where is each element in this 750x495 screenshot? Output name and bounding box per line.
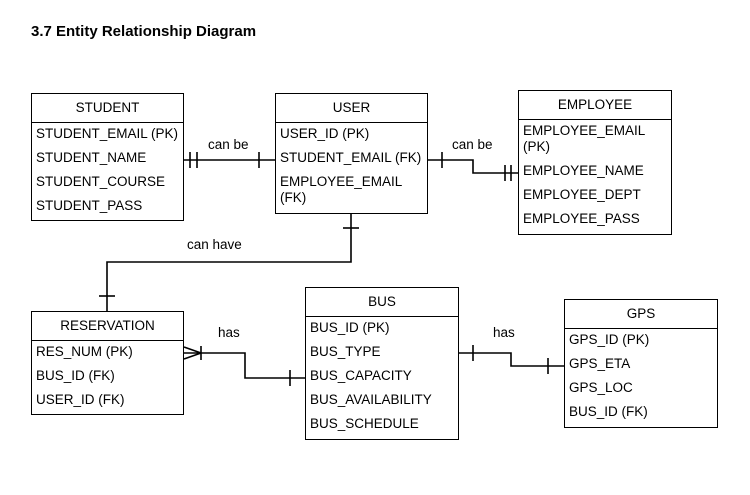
attribute: BUS_ID (PK) (310, 320, 390, 335)
attribute: RES_NUM (PK) (36, 344, 133, 359)
attribute: BUS_TYPE (310, 344, 381, 359)
label-bus-gps: has (493, 325, 515, 340)
attribute: GPS_LOC (569, 380, 633, 395)
label-user-reservation: can have (187, 237, 242, 252)
entity-title: EMPLOYEE (519, 91, 671, 120)
entity-title: RESERVATION (32, 312, 183, 341)
attribute: STUDENT_NAME (36, 150, 147, 165)
attribute: GPS_ETA (569, 356, 631, 371)
attribute: STUDENT_EMAIL (FK) (280, 150, 422, 165)
connector-user-reservation (99, 213, 359, 313)
attribute: EMPLOYEE_EMAIL (PK) (523, 123, 645, 154)
attribute: GPS_ID (PK) (569, 332, 650, 347)
connector-user-employee (428, 152, 519, 181)
attribute: EMPLOYEE_EMAIL (FK) (280, 174, 402, 205)
attribute: USER_ID (PK) (280, 126, 370, 141)
entity-employee: EMPLOYEE EMPLOYEE_EMAIL (PK) EMPLOYEE_NA… (518, 90, 672, 235)
attribute: BUS_SCHEDULE (310, 416, 419, 431)
attribute: STUDENT_EMAIL (PK) (36, 126, 179, 141)
attribute: STUDENT_COURSE (36, 174, 166, 189)
label-user-employee: can be (452, 137, 493, 152)
attribute: EMPLOYEE_NAME (523, 163, 644, 178)
entity-user: USER USER_ID (PK) STUDENT_EMAIL (FK) EMP… (275, 93, 428, 214)
entity-title: STUDENT (32, 94, 183, 123)
entity-title: USER (276, 94, 427, 123)
entity-student: STUDENT STUDENT_EMAIL (PK) STUDENT_NAME … (31, 93, 184, 221)
attribute: STUDENT_PASS (36, 198, 143, 213)
attribute: BUS_AVAILABILITY (310, 392, 432, 407)
entity-title: GPS (565, 300, 717, 329)
attribute: BUS_ID (FK) (36, 368, 115, 383)
diagram-heading: 3.7 Entity Relationship Diagram (31, 23, 257, 40)
label-reservation-bus: has (218, 325, 240, 340)
entity-gps: GPS GPS_ID (PK) GPS_ETA GPS_LOC BUS_ID (… (564, 299, 718, 428)
connector-bus-gps (458, 345, 565, 374)
entity-bus: BUS BUS_ID (PK) BUS_TYPE BUS_CAPACITY BU… (305, 287, 459, 440)
attribute: USER_ID (FK) (36, 392, 125, 407)
entity-title: BUS (306, 288, 458, 317)
label-student-user: can be (208, 137, 249, 152)
entity-reservation: RESERVATION RES_NUM (PK) BUS_ID (FK) USE… (31, 311, 184, 415)
connector-student-user (184, 152, 276, 168)
attribute: BUS_ID (FK) (569, 404, 648, 419)
attribute: EMPLOYEE_PASS (523, 211, 640, 226)
attribute: BUS_CAPACITY (310, 368, 412, 383)
connector-reservation-bus (183, 346, 306, 386)
attribute: EMPLOYEE_DEPT (523, 187, 641, 202)
